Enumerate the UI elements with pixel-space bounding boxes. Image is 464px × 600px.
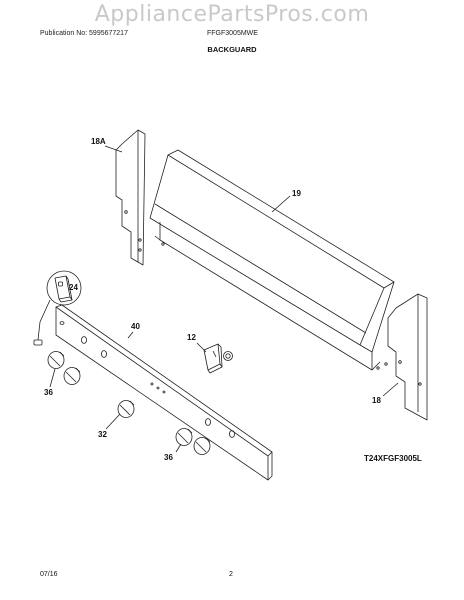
leader-32 bbox=[105, 413, 121, 430]
label-32: 32 bbox=[98, 430, 107, 439]
end-cap-right-18 bbox=[387, 293, 428, 421]
knob-36-left-b bbox=[63, 367, 81, 385]
end-cap-left-18a bbox=[115, 129, 146, 266]
leader-12 bbox=[196, 342, 207, 353]
diagram-code: T24XFGF3005L bbox=[364, 454, 422, 463]
section-title: BACKGUARD bbox=[207, 45, 257, 54]
control-panel-40 bbox=[55, 304, 273, 481]
label-24: 24 bbox=[69, 283, 78, 292]
leader-18a bbox=[104, 145, 123, 153]
knob-32-center bbox=[117, 400, 135, 418]
leader-19 bbox=[271, 195, 291, 213]
leader-40 bbox=[127, 331, 134, 339]
label-18a: 18A bbox=[91, 137, 106, 146]
watermark: AppliancePartsPros.com bbox=[94, 2, 370, 27]
label-19: 19 bbox=[292, 189, 301, 198]
page-number: 2 bbox=[229, 571, 233, 578]
knob-36-right-b bbox=[193, 437, 211, 455]
label-36-right: 36 bbox=[164, 453, 173, 462]
knob-36-right-a bbox=[175, 428, 193, 446]
label-18: 18 bbox=[372, 396, 381, 405]
footer-date: 07/16 bbox=[40, 571, 58, 578]
leader-18 bbox=[382, 382, 399, 397]
switch-callout-24 bbox=[33, 270, 82, 346]
label-40: 40 bbox=[131, 322, 140, 331]
knob-36-left-a bbox=[47, 351, 65, 369]
spark-module-12 bbox=[203, 343, 233, 374]
model-number: FFGF3005MWE bbox=[207, 30, 258, 37]
publication-number: Publication No: 5995677217 bbox=[40, 30, 128, 37]
label-36-left: 36 bbox=[44, 388, 53, 397]
label-12: 12 bbox=[187, 333, 196, 342]
leader-36-right bbox=[175, 443, 182, 453]
backguard-panel-19 bbox=[149, 149, 395, 371]
leader-36-left bbox=[49, 368, 56, 388]
